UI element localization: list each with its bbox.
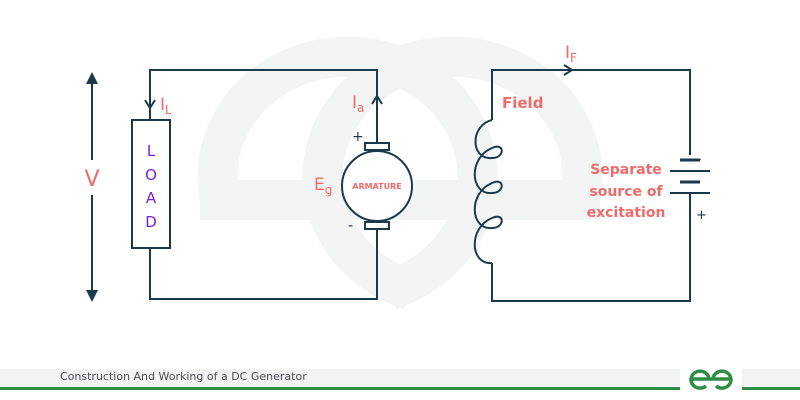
emf-sub: g — [325, 183, 333, 197]
load-current-label: IL — [160, 95, 172, 117]
footer-divider — [0, 387, 800, 390]
emf-main: E — [314, 175, 325, 195]
bottom-wire-left — [149, 228, 378, 300]
load-resistor — [131, 119, 171, 249]
plus-sign: + — [352, 129, 364, 145]
field-current-sub: F — [570, 51, 577, 65]
arrow-up-icon — [86, 72, 98, 84]
field-top-wire — [491, 69, 691, 155]
load-current-arrow-icon — [144, 99, 156, 110]
armature-current-arrow-icon — [371, 94, 383, 105]
minus-sign: - — [348, 218, 353, 234]
battery-minus-sign: - — [697, 152, 701, 166]
emf-label: Eg — [314, 175, 332, 197]
battery-icon — [670, 158, 710, 203]
load-letter: A — [146, 189, 157, 207]
load-letters: L O A D — [145, 142, 157, 231]
armature-label: ARMATURE — [352, 182, 401, 191]
field-bottom-wire — [491, 202, 691, 302]
source-label-line: Separate — [590, 162, 662, 178]
load-current-sub: L — [165, 103, 172, 117]
voltage-label: V — [84, 167, 99, 192]
right-circuit — [473, 64, 710, 302]
armature-current-main: I — [352, 93, 357, 113]
source-label-line: source of — [589, 184, 663, 200]
field-current-main: I — [565, 43, 570, 63]
load-letter: D — [145, 213, 157, 231]
source-label-line: excitation — [587, 205, 666, 221]
battery-plus-sign: + — [696, 208, 707, 223]
load-letter: L — [147, 142, 156, 160]
load-current-main: I — [160, 95, 165, 115]
armature-circle — [341, 150, 413, 222]
field-current-label: IF — [565, 43, 577, 65]
brush-bottom — [364, 221, 390, 230]
top-wire-left — [149, 69, 378, 142]
field-coil — [473, 119, 503, 265]
load-letter: O — [145, 166, 157, 184]
footer-band — [0, 369, 800, 386]
source-label: Separate source of excitation — [587, 162, 666, 221]
field-current-arrow-icon — [563, 64, 574, 76]
brush-top — [364, 142, 390, 151]
field-label: Field — [502, 94, 543, 112]
armature-current-label: Ia — [352, 93, 364, 115]
arrow-down-icon — [86, 290, 98, 302]
armature-current-sub: a — [357, 101, 364, 115]
footer-caption: Construction And Working of a DC Generat… — [60, 370, 307, 383]
left-circuit — [86, 69, 413, 302]
gfg-logo-icon — [689, 369, 733, 390]
voltage-arrow — [86, 72, 98, 302]
